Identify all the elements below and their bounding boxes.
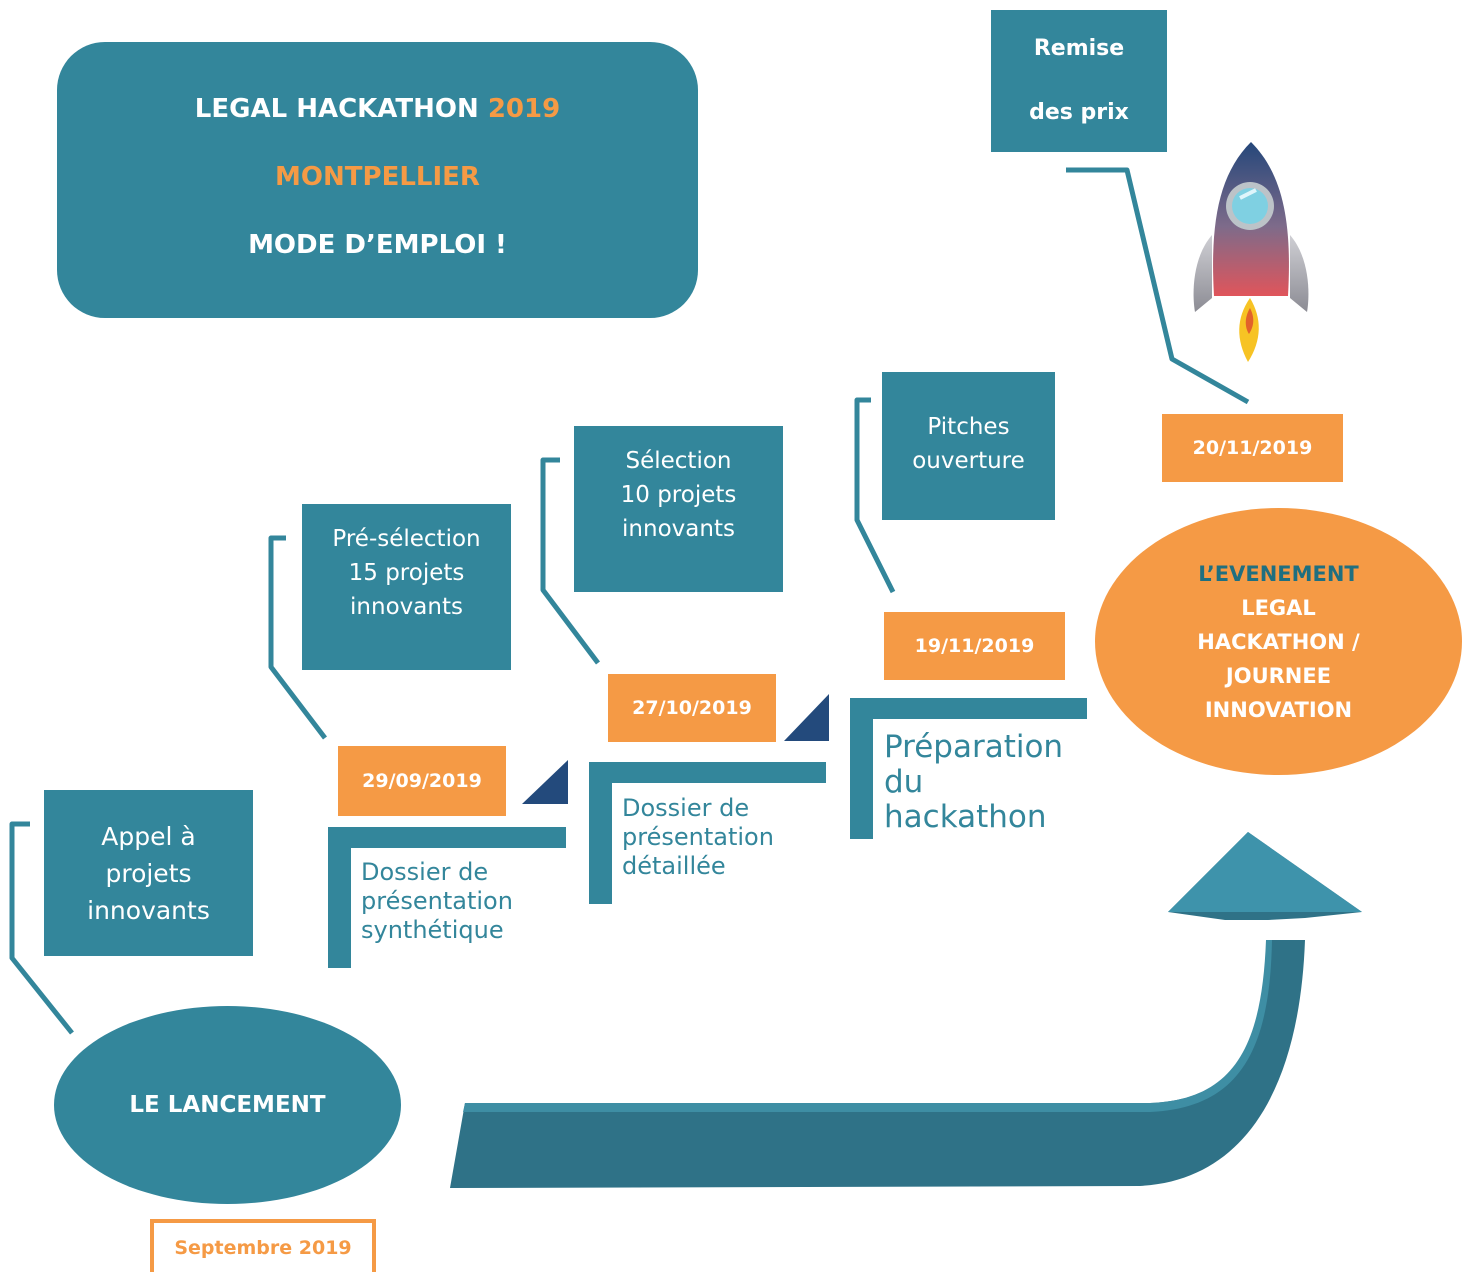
rocket-icon <box>1193 142 1309 362</box>
step-box-preselection: Pré-sélection 15 projets innovants <box>302 504 511 670</box>
bracket-text-line: du <box>884 764 924 800</box>
triangle-marker-1 <box>522 760 568 804</box>
bracket-text-line: Dossier de <box>622 794 750 822</box>
event-line: L’EVENEMENT <box>1198 561 1359 586</box>
title-subtitle: MODE D’EMPLOI ! <box>248 230 507 260</box>
triangle-marker-2 <box>784 694 829 741</box>
step-box-line: 10 projets <box>620 482 737 508</box>
bracket-text-line: présentation <box>361 887 513 915</box>
bracket-shape-synthetique <box>328 827 566 968</box>
connector-line-selection <box>540 457 600 665</box>
step-box-pitches: Pitches ouverture <box>882 372 1055 520</box>
bracket-text-line: Préparation <box>884 729 1064 765</box>
date-tag-selection: 27/10/2019 <box>608 674 776 742</box>
step-box-remise: Remise des prix <box>991 10 1167 152</box>
bracket-text-line: Dossier de <box>361 858 489 886</box>
connector-line-appel <box>9 821 74 1035</box>
step-box-line: innovants <box>622 516 735 542</box>
step-box-line: Appel à <box>101 821 196 851</box>
date-text: 27/10/2019 <box>632 697 752 719</box>
step-box-line: projets <box>105 858 192 888</box>
award-line: Remise <box>1033 36 1125 61</box>
bracket-text-line: détaillée <box>622 852 726 880</box>
step-box-line: innovants <box>350 594 463 620</box>
step-box-line: innovants <box>87 895 210 925</box>
connector-line-pitches <box>854 397 896 594</box>
date-text: 20/11/2019 <box>1192 437 1313 459</box>
bracket-shape-preparation <box>850 698 1087 839</box>
title-line-1: LEGAL HACKATHON 2019 <box>195 92 560 126</box>
bracket-text-line: présentation <box>622 823 774 851</box>
bracket-text-line: synthétique <box>361 916 504 944</box>
title-text: LEGAL HACKATHON <box>194 94 479 124</box>
step-box-selection: Sélection 10 projets innovants <box>574 426 783 592</box>
date-text: 19/11/2019 <box>914 635 1035 657</box>
connector-line-remise <box>1066 167 1250 405</box>
event-line: INNOVATION <box>1204 697 1353 722</box>
step-box-line: Sélection <box>625 448 732 474</box>
event-line: JOURNEE <box>1225 663 1332 688</box>
bracket-text-line: hackathon <box>884 799 1047 835</box>
step-box-line: ouverture <box>912 448 1025 474</box>
bracket-text-detaillee: Dossier de présentation détaillée <box>622 794 774 881</box>
launch-date-tag: Septembre 2019 <box>150 1219 376 1272</box>
connector-line-preselection <box>268 535 327 740</box>
event-ellipse: L’EVENEMENT LEGAL HACKATHON / JOURNEE IN… <box>1095 508 1462 775</box>
award-line: des prix <box>1029 100 1129 125</box>
launch-label: LE LANCEMENT <box>129 1092 326 1118</box>
bracket-shape-detaillee <box>589 762 826 904</box>
bracket-text-preparation: Préparation du hackathon <box>884 730 1063 835</box>
event-line: LEGAL <box>1241 595 1316 620</box>
launch-ellipse: LE LANCEMENT <box>54 1006 401 1204</box>
step-box-line: Pitches <box>927 414 1010 440</box>
curved-arrow-icon <box>450 832 1362 1188</box>
step-box-line: 15 projets <box>348 560 465 586</box>
event-line: HACKATHON / <box>1197 629 1360 654</box>
title-box: LEGAL HACKATHON 2019 MONTPELLIER MODE D’… <box>57 42 698 318</box>
title-year: 2019 <box>487 94 561 124</box>
bracket-text-synthetique: Dossier de présentation synthétique <box>361 858 513 945</box>
date-tag-preselection: 29/09/2019 <box>338 746 506 816</box>
date-text: 29/09/2019 <box>362 770 482 792</box>
step-box-line: Pré-sélection <box>332 526 481 552</box>
step-box-appel: Appel à projets innovants <box>44 790 253 956</box>
date-tag-pitches: 19/11/2019 <box>884 612 1065 680</box>
launch-date-text: Septembre 2019 <box>174 1236 352 1259</box>
date-tag-remise: 20/11/2019 <box>1162 414 1343 482</box>
title-city: MONTPELLIER <box>275 162 480 192</box>
